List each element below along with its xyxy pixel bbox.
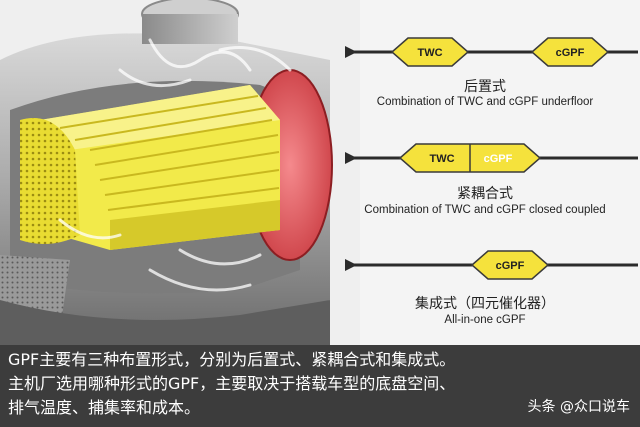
twc-box-label: TWC <box>417 47 442 59</box>
row-title-cn-underfloor: 后置式 <box>464 79 506 95</box>
cgpf-box-label: cGPF <box>556 47 585 59</box>
twc-box-label: TWC <box>429 153 454 165</box>
layout-row-all-in-one: cGPF <box>345 250 638 280</box>
catalyst-cutaway-illustration <box>0 0 360 345</box>
cgpf-converter <box>530 37 610 67</box>
caption-line-2: 主机厂选用哪种形式的GPF，主要取决于搭载车型的底盘空间、 <box>8 374 456 393</box>
row-title-cn-all-in-one: 集成式（四元催化器） <box>415 296 555 312</box>
cgpf-box-label: cGPF <box>496 260 525 272</box>
layout-row-underfloor: TWC cGPF <box>345 37 638 67</box>
layout-row-closed-coupled: TWC cGPF <box>345 143 638 173</box>
caption-line-3: 排气温度、捕集率和成本。 <box>8 398 201 417</box>
caption-panel <box>0 345 640 427</box>
twc-converter <box>390 37 470 67</box>
watermark: 头条 @众口说车 <box>527 399 630 415</box>
row-title-en-closed-coupled: Combination of TWC and cGPF closed coupl… <box>364 204 606 216</box>
cgpf-converter <box>470 250 550 280</box>
row-title-en-all-in-one: All-in-one cGPF <box>444 314 526 326</box>
row-title-en-underfloor: Combination of TWC and cGPF underfloor <box>376 96 594 108</box>
gpf-layout-diagram: TWC cGPF TWC cGPF cGPF <box>345 37 638 280</box>
row-title-cn-closed-coupled: 紧耦合式 <box>457 186 513 202</box>
cgpf-box-label: cGPF <box>484 153 513 165</box>
caption-line-1: GPF主要有三种布置形式，分别为后置式、紧耦合式和集成式。 <box>8 350 456 369</box>
